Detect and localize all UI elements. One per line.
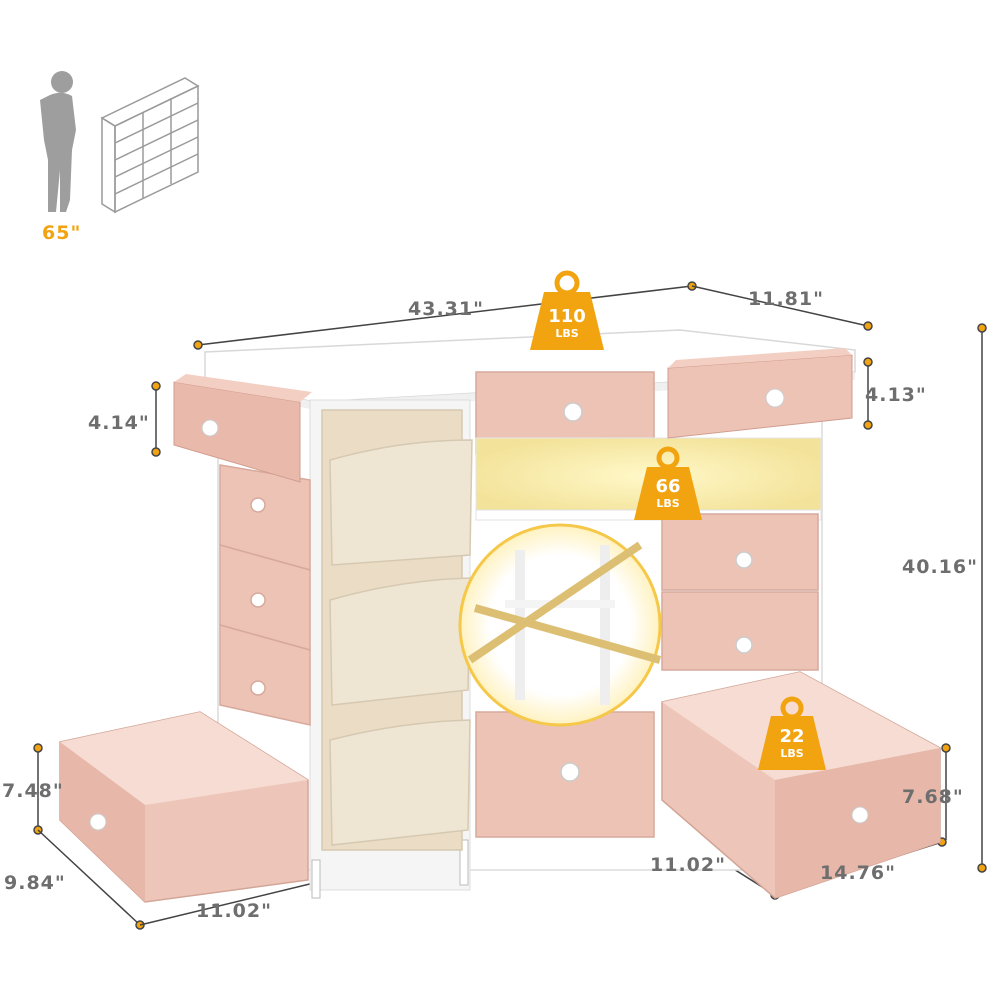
left-drawers — [219, 464, 311, 726]
large-right-drawer-depth-label: 11.02" — [650, 854, 726, 876]
weight-unit: LBS — [555, 327, 579, 340]
large-left-drawer-width-label: 9.84" — [4, 872, 66, 894]
large-right-drawer-width-label: 14.76" — [820, 862, 896, 884]
large-left-drawer-height-label: 7.48" — [2, 780, 64, 802]
figure-height-label: 65" — [42, 222, 82, 244]
top-left-drawer-height-label: 4.14" — [88, 412, 150, 434]
right-drawers — [661, 513, 819, 671]
large-left-drawer — [59, 711, 309, 903]
side-pockets — [321, 409, 473, 851]
top-left-drawer — [173, 374, 312, 483]
large-right-drawer-height-label: 7.68" — [902, 786, 964, 808]
weight-unit: LBS — [656, 497, 680, 510]
large-right-drawer — [661, 671, 941, 899]
weight-badge-top-label: 110 LBS — [534, 306, 600, 340]
dresser-sketch-icon — [100, 77, 200, 214]
weight-value: 66 — [655, 476, 681, 497]
top-right-drawer-height-label: 4.13" — [865, 384, 927, 406]
weight-badge-shelf — [634, 446, 702, 520]
width-label: 43.31" — [408, 298, 484, 320]
top-right-drawer — [667, 348, 853, 439]
weight-badge-top — [530, 270, 604, 350]
weight-badge-shelf-label: 66 LBS — [638, 476, 698, 510]
standing-person-icon — [40, 71, 76, 212]
large-left-drawer-depth-label: 11.02" — [196, 900, 272, 922]
weight-badge-drawer-label: 22 LBS — [762, 726, 822, 760]
weight-unit: LBS — [780, 747, 804, 760]
depth-label: 11.81" — [748, 288, 824, 310]
height-label: 40.16" — [902, 556, 978, 578]
x-brace-detail-icon — [458, 523, 662, 727]
weight-value: 110 — [548, 306, 586, 327]
weight-value: 22 — [779, 726, 805, 747]
weight-badge-drawer — [758, 696, 826, 770]
